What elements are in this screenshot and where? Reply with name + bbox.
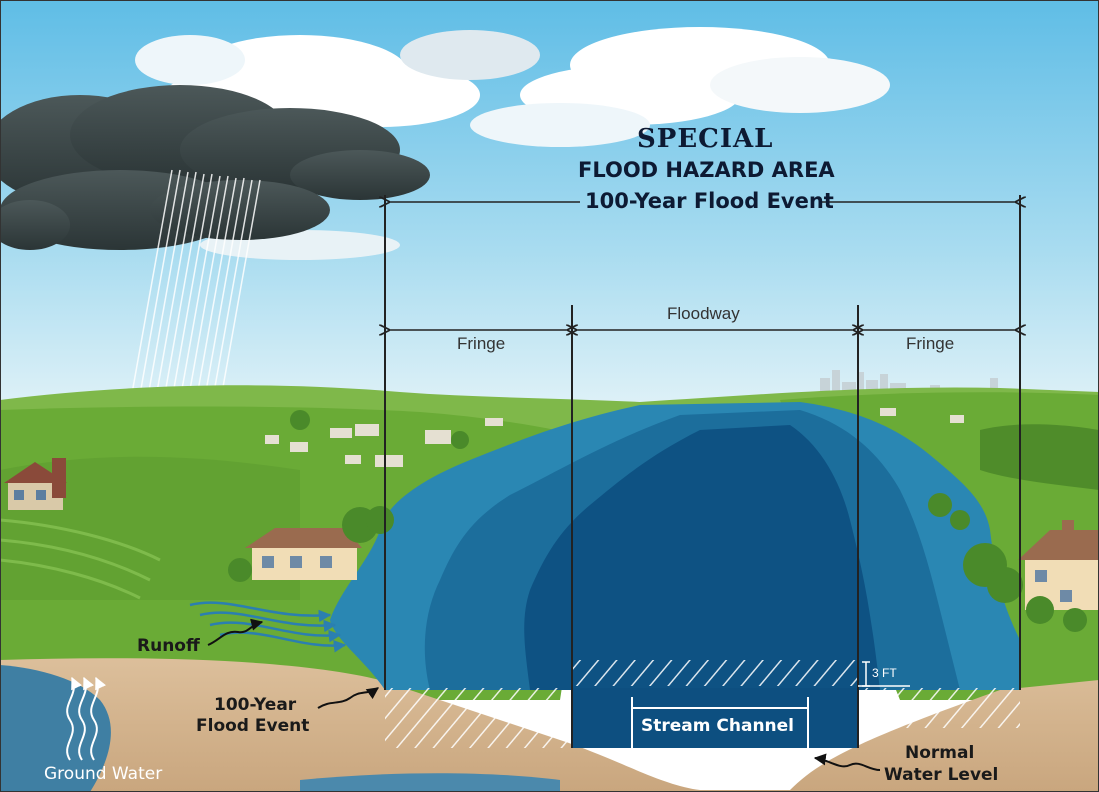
zone-label-fringe-left: Fringe — [457, 334, 506, 353]
callout-runoff: Runoff — [137, 636, 200, 656]
flood-water-inner — [524, 425, 880, 690]
soil — [0, 658, 1099, 792]
title-100-year-flood-event: 100-Year Flood Event — [585, 189, 834, 213]
title-flood-hazard-area: FLOOD HAZARD AREA — [578, 158, 835, 182]
house-left-near — [245, 528, 362, 580]
white-clouds — [135, 27, 890, 260]
hatch-left — [385, 688, 572, 748]
callout-stream-channel: Stream Channel — [641, 716, 794, 736]
freeboard-marker — [858, 661, 910, 687]
dimension-arrows — [389, 202, 1016, 330]
field-stripes — [0, 518, 161, 600]
trees — [228, 410, 1087, 632]
hatch-right — [858, 688, 1020, 728]
hatch-freeboard — [572, 660, 858, 686]
callout-water-level: Water Level — [884, 765, 999, 785]
groundwater-arrows — [66, 676, 107, 761]
boundary-lines — [384, 195, 1021, 748]
callout-arrows — [207, 618, 881, 771]
house-right — [1018, 520, 1099, 610]
callout-100-year: 100-Year — [214, 695, 297, 715]
storm-cloud — [0, 85, 430, 250]
stream-channel-bracket — [631, 697, 809, 748]
village-houses — [265, 408, 964, 467]
callout-flood-event: Flood Event — [196, 716, 310, 736]
right-trees — [980, 424, 1099, 490]
runoff-arrows — [189, 601, 347, 653]
title-special: SPECIAL — [637, 124, 774, 154]
zone-label-floodway: Floodway — [667, 304, 740, 323]
left-hill-shade — [0, 456, 300, 600]
groundwater-bottom — [300, 773, 560, 792]
house-left-far — [4, 458, 67, 510]
stream-channel-area — [572, 688, 858, 748]
callout-ground-water: Ground Water — [44, 764, 163, 784]
zone-label-fringe-right: Fringe — [906, 334, 955, 353]
callout-normal: Normal — [905, 743, 975, 763]
callout-3-ft: 3 FT — [872, 666, 897, 680]
